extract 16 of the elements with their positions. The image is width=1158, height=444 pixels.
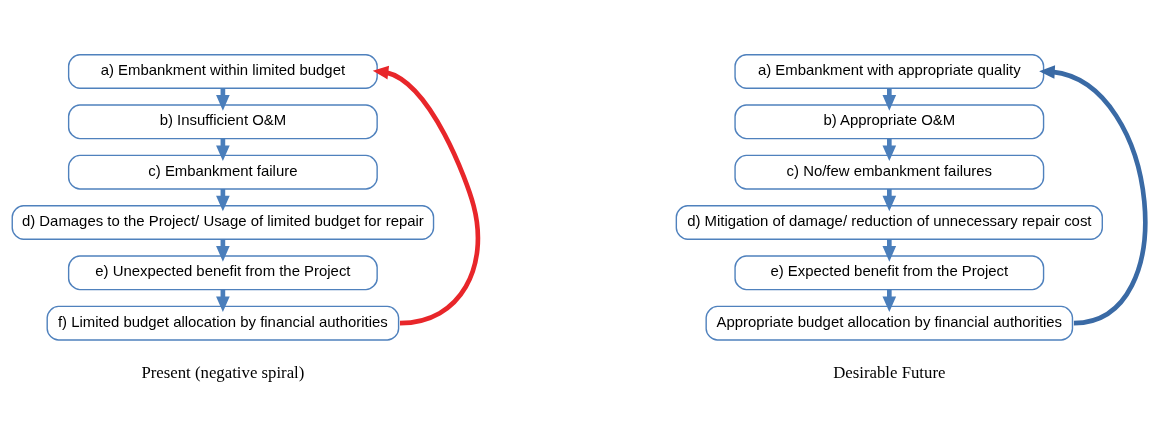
node-box: Appropriate budget allocation by financial authorities [705, 305, 1074, 341]
node-box: f) Limited budget allocation by financial authorities [46, 305, 400, 341]
node-box: d) Damages to the Project/ Usage of limited budget for repair [11, 204, 435, 240]
node-box: c) No/few embankment failures [734, 154, 1045, 190]
node-box: d) Mitigation of damage/ reduction of unnecessary repair cost [675, 204, 1103, 240]
node-box: a) Embankment within limited budget [67, 53, 378, 89]
node-box: e) Unexpected benefit from the Project [67, 254, 378, 290]
arrow [1039, 64, 1148, 325]
arrow [372, 65, 481, 325]
node-box: e) Expected benefit from the Project [734, 254, 1045, 290]
node-box: b) Appropriate O&M [734, 103, 1045, 139]
label: Present (negative spiral) [141, 362, 305, 382]
label: Desirable Future [833, 362, 946, 382]
node-box: c) Embankment failure [67, 154, 378, 190]
node-box: a) Embankment with appropriate quality [734, 53, 1045, 89]
node-box: b) Insufficient O&M [67, 103, 378, 139]
